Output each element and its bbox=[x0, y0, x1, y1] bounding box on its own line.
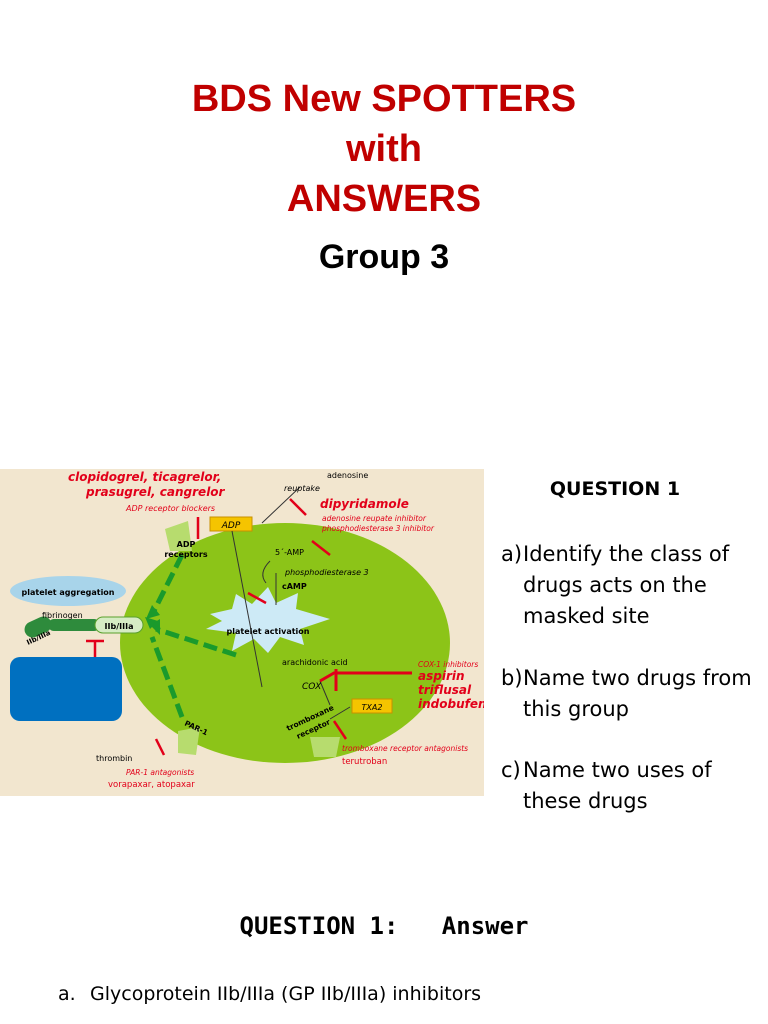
question-item-b: b) Name two drugs from this group bbox=[501, 663, 761, 725]
title-line-1: BDS New SPOTTERS bbox=[191, 78, 577, 120]
question-item-a: a) Identify the class of drugs acts on t… bbox=[501, 539, 761, 632]
label-arachidonic: arachidonic acid bbox=[282, 658, 348, 667]
fibrinogen-bar bbox=[48, 619, 100, 631]
adp-box bbox=[209, 516, 253, 532]
label-iib-right: IIb/IIIa bbox=[105, 622, 134, 631]
label-reuptake: reuptake bbox=[284, 484, 320, 493]
label-cox: COX bbox=[302, 682, 322, 692]
label-ticag-1: clopidogrel, ticagrelor, bbox=[68, 470, 221, 484]
label-vorapaxar: vorapaxar, atopaxar bbox=[108, 780, 195, 790]
txa2-box bbox=[351, 698, 393, 714]
label-adp-receptors-2: receptors bbox=[164, 550, 208, 559]
label-par1-antag: PAR-1 antagonists bbox=[126, 768, 194, 777]
question-item-letter: c) bbox=[501, 758, 521, 782]
label-aspirin: aspirin bbox=[418, 669, 465, 683]
label-txa2: TXA2 bbox=[362, 703, 383, 712]
label-dipyr-note2: phosphodiesterase 3 inhibitor bbox=[321, 524, 435, 533]
label-5amp: 5´-AMP bbox=[275, 547, 304, 557]
par1-receptor-shape bbox=[178, 727, 200, 755]
iib-right-receptor bbox=[94, 616, 144, 634]
label-cox1-inhib: COX-1 inhibitors bbox=[418, 660, 478, 669]
label-triflusal: triflusal bbox=[418, 683, 472, 697]
question-item-text: Name two drugs from this group bbox=[523, 666, 752, 721]
adp-receptor-shape bbox=[165, 521, 192, 551]
group-subtitle: Group 3 bbox=[318, 238, 450, 276]
label-adp-receptors-1: ADP bbox=[177, 540, 196, 549]
label-fibrinogen: fibrinogen bbox=[42, 611, 83, 620]
answer-item-a: a. Glycoprotein IIb/IIIa (GP IIb/IIIa) i… bbox=[58, 983, 481, 1005]
label-platelet-activation: platelet activation bbox=[227, 627, 310, 636]
title-line-2: with bbox=[346, 128, 422, 170]
tbx-receptor-shape bbox=[310, 737, 340, 757]
label-platelet-aggregation: platelet aggregation bbox=[22, 588, 115, 597]
platelet-activation-star bbox=[206, 587, 330, 653]
answer-heading: QUESTION 1: Answer bbox=[239, 912, 529, 940]
label-terutroban: terutroban bbox=[342, 757, 387, 767]
title-line-3: ANSWERS bbox=[286, 178, 482, 220]
label-pde3: phosphodiesterase 3 bbox=[284, 568, 369, 577]
answer-item-letter: a. bbox=[58, 983, 76, 1005]
masked-site-box bbox=[10, 657, 122, 721]
question-item-text: Name two uses of these drugs bbox=[523, 758, 712, 813]
question-item-c: c) Name two uses of these drugs bbox=[501, 755, 761, 817]
question-item-letter: a) bbox=[501, 542, 523, 566]
label-dipyridamole: dipyridamole bbox=[320, 497, 409, 511]
label-indobufen: indobufen bbox=[418, 697, 484, 711]
label-ticag-2: prasugrel, cangrelor bbox=[85, 485, 226, 499]
platelet-pathway-diagram: clopidogrel, ticagrelor, prasugrel, cang… bbox=[0, 469, 484, 796]
label-adp-blockers: ADP receptor blockers bbox=[125, 504, 215, 513]
aggregation-ellipse bbox=[10, 576, 126, 606]
question-item-letter: b) bbox=[501, 666, 523, 690]
answer-item-text: Glycoprotein IIb/IIIa (GP IIb/IIIa) inhi… bbox=[90, 983, 482, 1005]
question-heading: QUESTION 1 bbox=[549, 478, 681, 500]
label-adenosine: adenosine bbox=[327, 471, 368, 480]
label-dipyr-note1: adenosine reupate inhibitor bbox=[322, 514, 427, 523]
iib-left-receptor bbox=[24, 616, 52, 638]
label-tbx-antagonists: tromboxane receptor antagonists bbox=[342, 744, 468, 753]
platelet-cell bbox=[120, 523, 450, 763]
label-adp: ADP bbox=[221, 521, 241, 531]
label-camp: cAMP bbox=[282, 582, 307, 591]
question-item-text: Identify the class of drugs acts on the … bbox=[523, 542, 730, 628]
label-thrombin: thrombin bbox=[96, 754, 132, 763]
